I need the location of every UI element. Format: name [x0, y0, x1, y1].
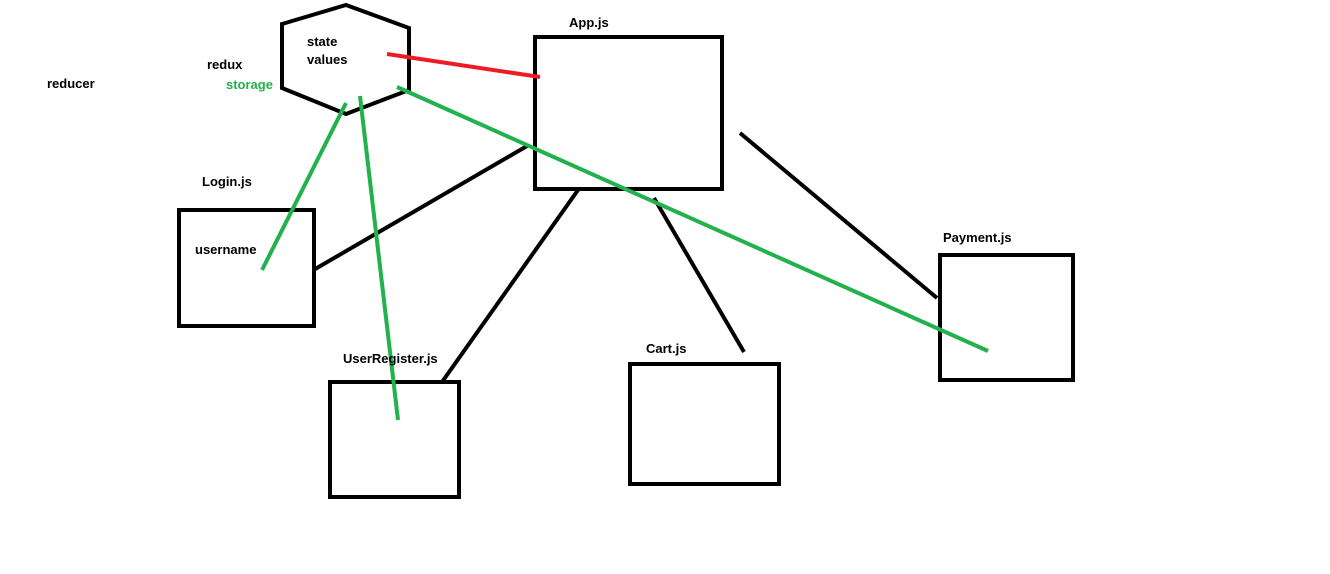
storage-label: storage [226, 77, 273, 92]
payment-box [938, 253, 1075, 382]
login-box [177, 208, 316, 328]
redux-label: redux [207, 57, 243, 72]
link-store-app [386, 52, 541, 79]
link-store-payment [396, 85, 989, 353]
link-app-payment [738, 131, 939, 300]
link-app-userregister [440, 188, 580, 384]
username-label: username [195, 242, 257, 257]
redux-store-hexagon [280, 2, 411, 117]
userregister-label: UserRegister.js [343, 351, 438, 366]
state-label: state [307, 34, 338, 49]
link-store-login [260, 102, 348, 271]
login-label: Login.js [202, 174, 252, 189]
app-box [533, 35, 724, 191]
payment-label: Payment.js [943, 230, 1012, 245]
reducer-label: reducer [47, 76, 95, 91]
cart-label: Cart.js [646, 341, 687, 356]
cart-box [628, 362, 781, 486]
link-app-cart [652, 196, 746, 354]
link-store-userregister [358, 95, 400, 421]
link-app-login [308, 144, 529, 274]
values-label: values [307, 52, 348, 67]
app-label: App.js [569, 15, 609, 30]
